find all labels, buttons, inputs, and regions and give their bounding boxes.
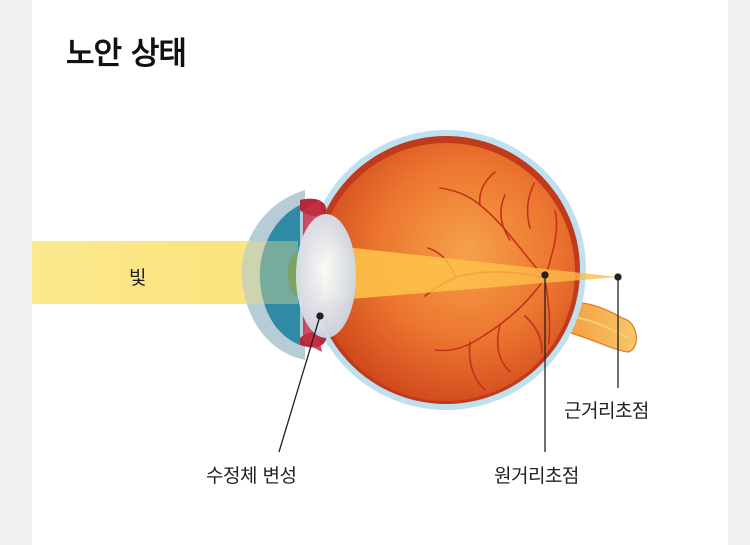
lens-pointer-line [278,315,321,453]
page-title: 노안 상태 [66,36,187,72]
light-label: 빛 [129,267,146,289]
far-focus-label: 원거리초점 [494,465,579,487]
far-focus-dot [541,271,549,279]
iris [259,205,300,345]
near-focus-label: 근거리초점 [564,400,649,422]
light-cone [290,241,618,304]
lens-degeneration-label: 수정체 변성 [206,465,297,487]
crystalline-lens [296,214,356,338]
near-focus-dot [614,273,622,281]
lens-pointer-dot [316,312,324,320]
optic-nerve [559,301,637,353]
